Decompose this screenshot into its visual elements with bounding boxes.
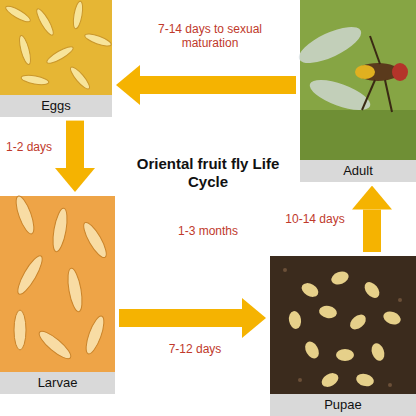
adult-fly-photo-shape [300,0,416,160]
eggs-photo-shape [4,4,32,25]
pupae-photo-shape [381,309,402,326]
stage-label: Eggs [0,95,112,117]
stage-label: Larvae [0,372,115,394]
larvae-photo-shape [14,253,46,297]
pupae-photo [270,256,416,394]
pupae-photo-shape [347,312,369,333]
adult-fly-photo-shape [362,80,375,110]
eggs-photo-shape [68,65,92,92]
pupae-photo-shape [319,370,341,389]
stage-label: Adult [300,160,416,182]
pupae-photo-shape [288,310,303,330]
duration-note: 1-3 months [158,224,258,238]
larvae-photo-shape [36,328,74,363]
pupae-photo-shape [398,298,402,302]
pupae-photo-shape [388,383,392,387]
adult-fly-photo [294,0,416,160]
larvae-photo-shape [80,220,110,261]
larvae-photo-shape [13,194,38,236]
eggs-photo-shape [83,31,112,48]
stage-arrow [363,210,381,252]
eggs-photo-shape [34,7,56,37]
larvae-photo-shape [0,196,115,372]
stage-box: Eggs [0,0,112,117]
eggs-photo [0,0,113,95]
larvae-photo-shape [65,267,84,312]
pupae-photo-shape [298,378,302,382]
stage-arrow [140,76,296,94]
larvae-photo-shape [83,314,108,356]
adult-fly-photo-shape [300,110,416,160]
pupae-photo-shape [362,279,383,301]
duration-label: 1-2 days [2,140,56,154]
adult-fly-photo-shape [294,20,366,70]
stage-box: Larvae [0,196,115,394]
stage-box: Adult [300,0,416,182]
eggs-photo-shape [0,0,112,95]
pupae-photo-shape [302,339,321,361]
duration-label: 10-14 days [280,212,350,226]
stage-arrow [66,121,84,168]
pupae-photo-shape [329,269,350,286]
diagram-title: Oriental fruit fly Life Cycle [128,155,288,191]
larvae-photo-shape [14,310,26,350]
duration-label: 7-14 days to sexual maturation [140,22,280,51]
eggs-photo-shape [45,44,75,66]
pupae-photo-shape [355,372,375,388]
stage-box: Pupae [270,256,416,416]
adult-fly-photo-shape [370,36,380,64]
eggs-photo-shape [72,1,85,30]
larvae-photo-shape [50,207,69,252]
pupae-photo-shape [283,268,287,272]
adult-fly-photo-shape [385,80,392,112]
adult-fly-photo-shape [355,65,375,79]
stage-label: Pupae [270,394,416,416]
pupae-photo-shape [299,280,321,299]
adult-fly-photo-shape [392,63,408,81]
duration-label: 7-12 days [140,342,250,356]
stage-arrow [119,309,242,327]
pupae-photo-shape [318,305,338,320]
pupae-photo-shape [369,341,386,362]
adult-fly-photo-shape [306,74,374,117]
pupae-photo-shape [336,349,354,361]
eggs-photo-shape [21,74,50,87]
pupae-photo-shape [270,256,416,394]
eggs-photo-shape [17,34,32,65]
larvae-photo [0,194,115,372]
